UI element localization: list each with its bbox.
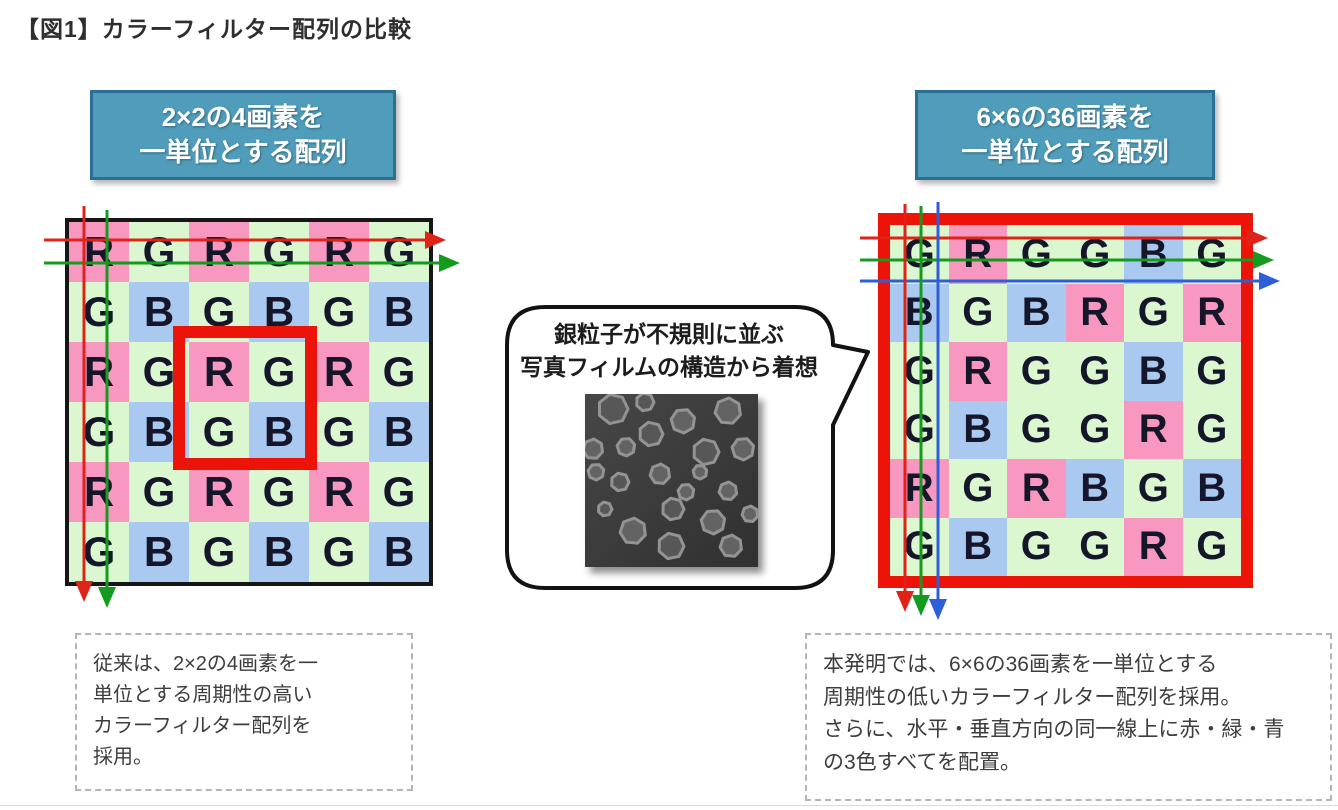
filter-cell-b: B — [890, 283, 949, 342]
filter-cell-r: R — [1007, 459, 1066, 518]
filter-cell-g: G — [1007, 342, 1066, 401]
figure-title: 【図1】カラーフィルター配列の比較 — [16, 16, 412, 42]
filter-cell-r: R — [1124, 517, 1183, 576]
filter-cell-r: R — [189, 342, 249, 402]
left-header-box: 2×2の4画素を 一単位とする配列 — [90, 90, 396, 180]
filter-cell-g: G — [1182, 342, 1241, 401]
filter-cell-r: R — [189, 462, 249, 522]
filter-cell-r: R — [309, 342, 369, 402]
filter-cell-r: R — [69, 222, 129, 282]
filter-cell-r: R — [948, 225, 1007, 284]
filter-cell-g: G — [309, 282, 369, 342]
filter-cell-g: G — [189, 402, 249, 462]
filter-cell-g: G — [369, 222, 429, 282]
filter-cell-g: G — [890, 342, 949, 401]
filter-cell-g: G — [1182, 517, 1241, 576]
filter-cell-b: B — [129, 282, 189, 342]
filter-cell-b: B — [369, 402, 429, 462]
filter-cell-r: R — [69, 462, 129, 522]
filter-cell-b: B — [1124, 342, 1183, 401]
filter-cell-g: G — [129, 222, 189, 282]
filter-cell-r: R — [309, 222, 369, 282]
filter-cell-g: G — [69, 282, 129, 342]
filter-cell-b: B — [249, 522, 309, 582]
filter-cell-r: R — [309, 462, 369, 522]
filter-cell-g: G — [1065, 517, 1124, 576]
filter-cell-g: G — [1065, 342, 1124, 401]
filter-cell-r: R — [890, 459, 949, 518]
filter-cell-r: R — [189, 222, 249, 282]
filter-cell-g: G — [69, 522, 129, 582]
filter-cell-g: G — [129, 462, 189, 522]
filter-cell-g: G — [249, 222, 309, 282]
filter-cell-r: R — [69, 342, 129, 402]
filter-cell-g: G — [69, 402, 129, 462]
unit-2x2-highlight — [173, 326, 317, 470]
filter-cell-b: B — [129, 522, 189, 582]
filter-cell-g: G — [1182, 400, 1241, 459]
silver-particles — [581, 391, 760, 561]
filter-cell-g: G — [1065, 400, 1124, 459]
filter-cell-r: R — [1124, 400, 1183, 459]
filter-cell-g: G — [1124, 283, 1183, 342]
speech-bubble-text: 銀粒子が不規則に並ぶ 写真フィルムの構造から着想 — [519, 321, 819, 381]
filter-cell-g: G — [948, 459, 1007, 518]
filter-cell-g: G — [249, 462, 309, 522]
filter-cell-b: B — [1182, 459, 1241, 518]
filter-cell-g: G — [1124, 459, 1183, 518]
filter-cell-b: B — [1065, 459, 1124, 518]
filter-cell-g: G — [309, 522, 369, 582]
filter-cell-b: B — [948, 517, 1007, 576]
left-header-label: 2×2の4画素を 一単位とする配列 — [139, 101, 347, 167]
filter-cell-b: B — [948, 400, 1007, 459]
page-divider — [0, 805, 1338, 806]
right-header-label: 6×6の36画素を 一単位とする配列 — [961, 101, 1169, 167]
filter-cell-g: G — [1007, 517, 1066, 576]
filter-cell-g: G — [890, 400, 949, 459]
right-caption-box: 本発明では、6×6の36画素を一単位とする 周期性の低いカラーフィルター配列を採… — [805, 633, 1332, 801]
silver-grain-micrograph — [581, 391, 760, 567]
filter-cell-g: G — [249, 342, 309, 402]
filter-cell-g: G — [890, 225, 949, 284]
filter-cell-b: B — [369, 282, 429, 342]
filter-cell-g: G — [189, 522, 249, 582]
filter-cell-g: G — [309, 402, 369, 462]
filter-cell-g: G — [369, 342, 429, 402]
left-caption-box: 従来は、2×2の4画素を一 単位とする周期性の高い カラーフィルター配列を 採用… — [75, 633, 413, 791]
filter-cell-b: B — [369, 522, 429, 582]
filter-cell-g: G — [1182, 225, 1241, 284]
filter-cell-b: B — [1007, 283, 1066, 342]
filter-cell-g: G — [1007, 225, 1066, 284]
filter-cell-g: G — [1065, 225, 1124, 284]
filter-cell-r: R — [1065, 283, 1124, 342]
filter-cell-r: R — [948, 342, 1007, 401]
filter-cell-r: R — [1182, 283, 1241, 342]
right-header-box: 6×6の36画素を 一単位とする配列 — [915, 90, 1215, 180]
filter-cell-g: G — [1007, 400, 1066, 459]
filter-cell-g: G — [369, 462, 429, 522]
filter-cell-g: G — [948, 283, 1007, 342]
filter-cell-b: B — [1124, 225, 1183, 284]
filter-cell-g: G — [890, 517, 949, 576]
filter-cell-b: B — [249, 402, 309, 462]
